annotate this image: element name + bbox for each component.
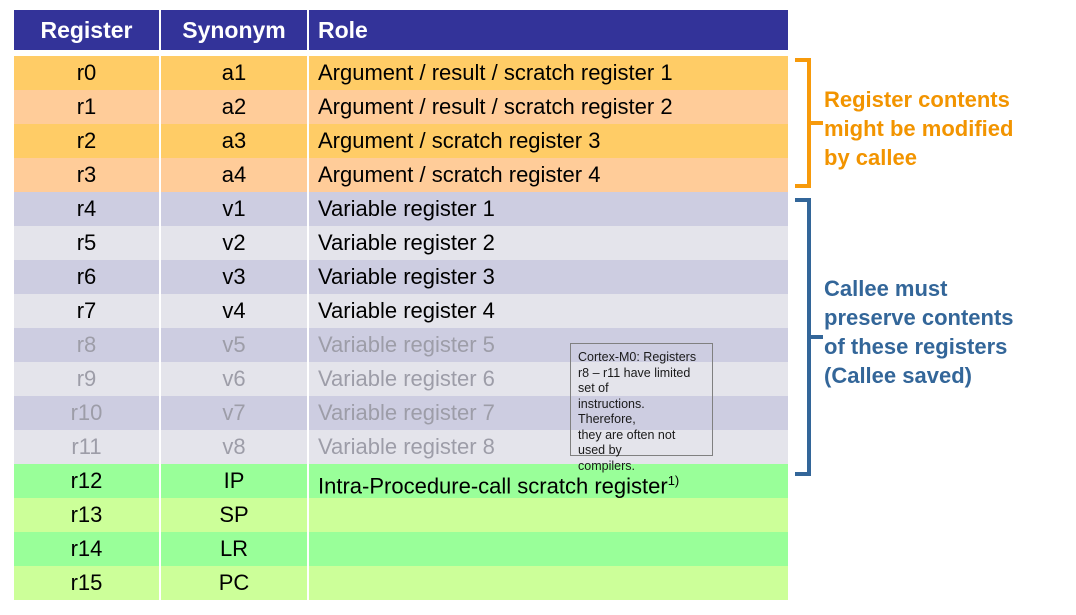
cell-synonym: IP <box>161 464 307 498</box>
caller-saved-annotation: Register contents might be modified by c… <box>824 87 1014 170</box>
cell-role: Variable register 6 <box>309 362 788 396</box>
cell-role: Variable register 5 <box>309 328 788 362</box>
cell-synonym: v4 <box>161 294 307 328</box>
cell-register: r4 <box>14 192 159 226</box>
cell-register: r6 <box>14 260 159 294</box>
cell-register: r0 <box>14 56 159 90</box>
cell-role-footnote-marker: 1) <box>667 473 680 488</box>
cell-role: Variable register 8 <box>309 430 788 464</box>
cell-role-text: Variable register 1 <box>318 196 495 221</box>
cell-role-text: Variable register 2 <box>318 230 495 255</box>
cell-synonym: LR <box>161 532 307 566</box>
cell-role <box>309 498 788 532</box>
cell-register: r12 <box>14 464 159 498</box>
cell-role: Argument / scratch register 4 <box>309 158 788 192</box>
cell-register: r1 <box>14 90 159 124</box>
cell-role-text: Variable register 6 <box>318 366 495 391</box>
cell-role: Variable register 4 <box>309 294 788 328</box>
column-header-register: Register <box>14 10 159 50</box>
table-header-row: Register Synonym Role <box>14 10 788 50</box>
cell-synonym: v7 <box>161 396 307 430</box>
cell-role: Argument / result / scratch register 1 <box>309 56 788 90</box>
cell-role: Variable register 3 <box>309 260 788 294</box>
cell-role-text: Argument / scratch register 4 <box>318 162 601 187</box>
cell-synonym: a4 <box>161 158 307 192</box>
cell-register: r2 <box>14 124 159 158</box>
cell-synonym: v2 <box>161 226 307 260</box>
cell-register: r11 <box>14 430 159 464</box>
cell-register: r9 <box>14 362 159 396</box>
cell-role-text: Variable register 7 <box>318 400 495 425</box>
cell-role: Variable register 1 <box>309 192 788 226</box>
callee-saved-annotation: Callee must preserve contents of these r… <box>824 276 1014 388</box>
cell-role: Intra-Procedure-call scratch register1) <box>309 464 788 498</box>
column-header-synonym: Synonym <box>161 10 307 50</box>
cell-register: r5 <box>14 226 159 260</box>
cell-role <box>309 566 788 600</box>
cell-role-text: Argument / result / scratch register 2 <box>318 94 673 119</box>
cell-synonym: a2 <box>161 90 307 124</box>
cell-synonym: v8 <box>161 430 307 464</box>
cell-register: r10 <box>14 396 159 430</box>
cell-role-text: Variable register 5 <box>318 332 495 357</box>
cell-synonym: v3 <box>161 260 307 294</box>
cell-synonym: SP <box>161 498 307 532</box>
cell-register: r3 <box>14 158 159 192</box>
cell-synonym: v1 <box>161 192 307 226</box>
cell-role: Variable register 7 <box>309 396 788 430</box>
cell-role-text: Intra-Procedure-call scratch register <box>318 473 668 498</box>
cell-role-text: Argument / scratch register 3 <box>318 128 601 153</box>
cell-role: Variable register 2 <box>309 226 788 260</box>
cell-synonym: a3 <box>161 124 307 158</box>
caller-saved-bracket <box>795 58 811 188</box>
cell-role: Argument / result / scratch register 2 <box>309 90 788 124</box>
cell-role-text: Variable register 4 <box>318 298 495 323</box>
cell-register: r8 <box>14 328 159 362</box>
cell-role-text: Argument / result / scratch register 1 <box>318 60 673 85</box>
cell-role: Argument / scratch register 3 <box>309 124 788 158</box>
callee-saved-bracket-tick <box>811 335 823 339</box>
cell-synonym: v6 <box>161 362 307 396</box>
cell-role <box>309 532 788 566</box>
cell-synonym: v5 <box>161 328 307 362</box>
cell-synonym: PC <box>161 566 307 600</box>
callee-saved-bracket <box>795 198 811 476</box>
cell-register: r7 <box>14 294 159 328</box>
column-header-role: Role <box>309 10 788 50</box>
cell-register: r14 <box>14 532 159 566</box>
cell-role-text: Variable register 8 <box>318 434 495 459</box>
cell-register: r15 <box>14 566 159 600</box>
cortex-m0-note-callout: Cortex-M0: Registers r8 – r11 have limit… <box>570 343 713 473</box>
cell-role-text: Variable register 3 <box>318 264 495 289</box>
cell-synonym: a1 <box>161 56 307 90</box>
caller-saved-bracket-tick <box>811 121 823 125</box>
cell-register: r13 <box>14 498 159 532</box>
